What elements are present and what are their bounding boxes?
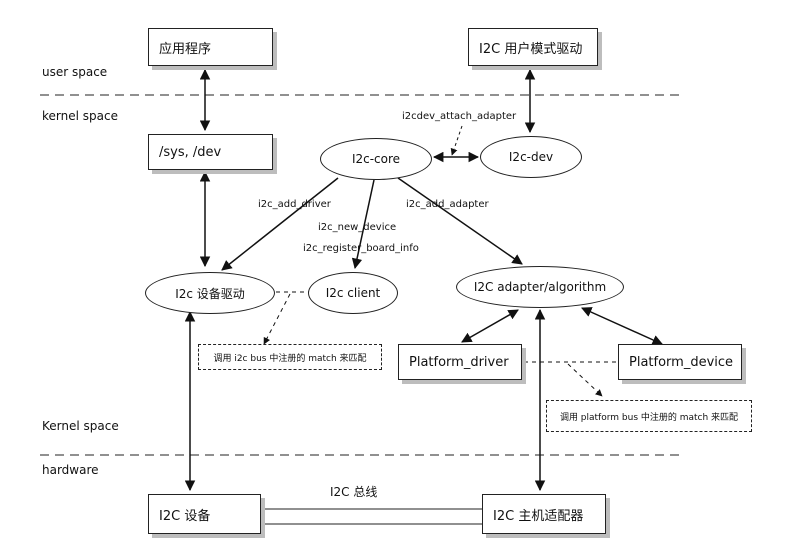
node-i2c-adapter-algorithm: I2C adapter/algorithm — [456, 266, 624, 308]
edge-label-i2c-bus: I2C 总线 — [330, 485, 378, 499]
arrow-core-adapter — [397, 177, 523, 265]
lane-kernel-space: kernel space — [42, 109, 118, 123]
arrow-core-devicedriver — [221, 177, 339, 271]
dashed-to-i2c-note — [263, 293, 291, 345]
lane-hardware: hardware — [42, 463, 99, 477]
note-platform-bus-match: 调用 platform bus 中注册的 match 来匹配 — [546, 400, 752, 432]
node-platform-device: Platform_device — [618, 344, 742, 380]
edge-label-i2c-add-adapter: i2c_add_adapter — [406, 199, 489, 210]
dashed-to-platform-note — [567, 363, 603, 397]
edge-label-i2cdev-attach-adapter: i2cdev_attach_adapter — [402, 111, 517, 122]
node-platform-driver: Platform_driver — [398, 344, 522, 380]
note-i2c-bus-match: 调用 i2c bus 中注册的 match 来匹配 — [198, 344, 382, 370]
node-i2c-device-driver: I2c 设备驱动 — [145, 272, 275, 314]
node-i2c-dev: I2c-dev — [480, 136, 582, 178]
edge-label-i2c-register-board-info: i2c_register_board_info — [303, 243, 419, 254]
node-sys-dev: /sys, /dev — [148, 134, 273, 170]
node-app: 应用程序 — [148, 28, 273, 66]
arrow-attach-adapter — [450, 125, 463, 156]
edge-label-i2c-new-device: i2c_new_device — [318, 222, 397, 233]
arrow-adapter-platformdriver — [461, 309, 519, 343]
node-i2c-device: I2C 设备 — [148, 494, 261, 534]
arrow-adapter-platformdevice — [581, 307, 663, 345]
node-i2c-client: I2c client — [308, 272, 398, 314]
edge-label-i2c-add-driver: i2c_add_driver — [258, 199, 331, 210]
lane-user-space: user space — [42, 65, 108, 79]
node-i2c-core: I2c-core — [320, 138, 432, 180]
lane-kernel-space-lower: Kernel space — [42, 419, 119, 433]
node-i2c-user-driver: I2C 用户模式驱动 — [468, 28, 598, 66]
node-i2c-host-adapter: I2C 主机适配器 — [482, 494, 606, 534]
arrow-core-client — [351, 179, 375, 270]
